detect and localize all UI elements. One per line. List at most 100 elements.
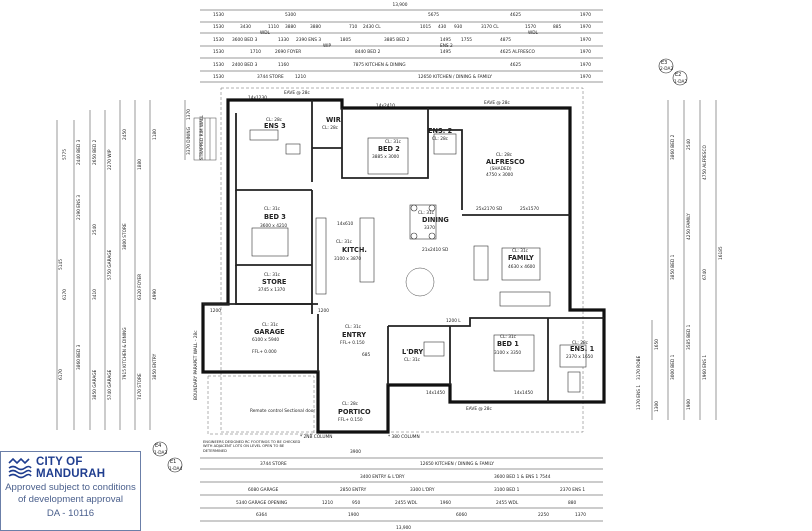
stamp-org-line1: CITY OF xyxy=(36,456,83,468)
dim-l-1: 6170 xyxy=(58,369,64,380)
ens2-ceiling: CL: 28c xyxy=(432,136,449,142)
dim-b5-0: 6364 xyxy=(256,512,267,518)
bed1-size: 3100 x 3350 xyxy=(494,350,521,356)
family-size: 4630 x 4600 xyxy=(508,264,535,270)
store-size: 3745 x 1370 xyxy=(258,287,285,293)
dim-l-2: 5775 xyxy=(62,149,68,160)
dim-r-13: 1370 ENS 1 xyxy=(636,385,642,410)
col-note: * 2NB COLUMN xyxy=(300,434,332,440)
dim-r-8: 1960 ENS 1 xyxy=(702,355,708,380)
dim-t2-wdl-a: WDL xyxy=(260,30,271,36)
wall-bed2 xyxy=(341,108,429,179)
dim-b4-5: 2455 WDL xyxy=(496,500,519,506)
ens1-name: ENS. 1 xyxy=(570,345,595,353)
garage-name: GARAGE xyxy=(254,328,285,336)
garage-ceiling: CL: 31c xyxy=(262,322,279,328)
dim-t2-9: 930 xyxy=(454,24,462,30)
dim-b2-0: 3900 xyxy=(350,449,361,455)
footing-note-text: ENGINEERS DESIGNED RC FOOTINGS TO BE CHE… xyxy=(203,440,301,453)
dim-b3-2: 3300 L'DRY xyxy=(410,487,435,493)
dim-r-12: 3170 ROBE xyxy=(636,355,642,380)
dim-t2-6: 2430 CL xyxy=(363,24,381,30)
stamp-logo-row: CITY OF MANDURAH xyxy=(7,456,140,480)
dim-t3-2: 1330 xyxy=(278,37,289,43)
section-ref-e1: 1-DA4 xyxy=(169,466,182,472)
alfresco-size: 4750 x 3000 xyxy=(486,172,513,178)
dim-l-10: 3850 GARAGE xyxy=(92,369,98,400)
dim-l-3: 6170 xyxy=(62,289,68,300)
bed2-name: BED 2 xyxy=(378,145,400,153)
dim-b4-2: 950 xyxy=(352,500,360,506)
section-id-e2: E2 xyxy=(675,72,681,78)
dim-b3-0: 6080 GARAGE xyxy=(248,487,279,493)
alfresco-note: (SHADED) xyxy=(490,166,512,172)
bed3-size: 3600 x 4210 xyxy=(260,223,287,229)
dim-r-1: 3850 BED 1 xyxy=(670,254,676,280)
family-ceiling: CL: 31c xyxy=(512,248,529,254)
toilet-ens3 xyxy=(285,143,301,155)
ens3-bulk: 14x1230 xyxy=(248,95,267,101)
section-marker-e2: E2 1-DA2 xyxy=(672,70,687,86)
bed3-bed xyxy=(251,227,289,257)
dim-r-14: 1900 xyxy=(686,399,692,410)
dim-t5-3: 7875 KITCHEN & DINING xyxy=(353,62,406,68)
garage-fl: FFL+ 0.000 xyxy=(252,349,277,355)
dim-t5-2: 1160 xyxy=(278,62,289,68)
dim-t4-5: 4625 ALFRESCO xyxy=(500,49,536,55)
dim-l-14: 2450 xyxy=(122,129,128,140)
dim-b2-1: 3400 ENTRY & L'DRY xyxy=(360,474,405,480)
bed3-name: BED 3 xyxy=(264,213,286,221)
section-marker-e1: E1 1-DA4 xyxy=(167,457,182,473)
dim-t4-0: 1530 xyxy=(213,49,224,55)
dim-t3-wip: WIP xyxy=(323,43,332,49)
dim-t2-4: 3880 xyxy=(310,24,321,30)
dim-t2-1: 3430 xyxy=(240,24,251,30)
city-crest-icon xyxy=(8,457,32,479)
ens2-name: ENS. 2 xyxy=(428,127,453,135)
dim-t5-5: 1970 xyxy=(580,62,591,68)
dim-l-20: 1180 xyxy=(152,129,158,140)
sofa-bottom xyxy=(499,291,551,307)
dim-t2-11: 1570 xyxy=(525,24,536,30)
dim-r-5: 3585 BED 1 xyxy=(686,324,692,350)
dim-l-6: 3860 BED 3 xyxy=(76,344,82,370)
dim-r-3: 2540 xyxy=(686,139,692,150)
dim-b5-1: 1900 xyxy=(348,512,359,518)
dim-t3-8: 4875 xyxy=(500,37,511,43)
dim-t4-3: 8440 BED 2 xyxy=(355,49,381,55)
dim-b5-4: 1370 xyxy=(575,512,586,518)
dim-t5-0: 1530 xyxy=(213,62,224,68)
dim-l-12: 5750 GARAGE xyxy=(107,249,113,280)
dim-l-5: 2190 ENS 3 xyxy=(76,195,82,220)
eave-label-bottom: EAVE @ 28c xyxy=(466,406,493,412)
portico-fl: FFL+ 0.150 xyxy=(338,417,363,423)
dim-t4-6: 1970 xyxy=(580,49,591,55)
section-ref-e4: 1-DA3 xyxy=(154,450,167,456)
dim-t3-5: 3885 BED 2 xyxy=(384,37,410,43)
vanity-ens3 xyxy=(249,129,279,141)
dim-t3-6: 1495 xyxy=(440,37,451,43)
alfresco-sd2: 25x1570 xyxy=(520,206,539,212)
dim-t3-ens2: ENS 2 xyxy=(440,43,453,49)
dim-l-18: 6320 FOYER xyxy=(137,274,143,300)
dim-t5-4: 4625 xyxy=(510,62,521,68)
eave-label-top: EAVE @ 28c xyxy=(284,90,311,96)
dim-t6-0: 1530 xyxy=(213,74,224,80)
dining-ceiling: CL: 31c xyxy=(418,210,435,216)
dining-name: DINING xyxy=(422,216,449,224)
dim-r-9: 16185 xyxy=(718,246,724,260)
kitchen-win: 14x610 xyxy=(337,221,353,227)
dim-t5-1: 2400 BED 3 xyxy=(232,62,258,68)
bed2-ceiling: CL: 31c xyxy=(385,139,402,145)
dim-l-22: 3850 ENTRY xyxy=(152,353,158,380)
kitchen-bench xyxy=(315,217,327,295)
shower-ens2 xyxy=(433,133,457,155)
alfresco-name: ALFRESCO xyxy=(486,158,525,166)
dining-size: 3370 xyxy=(424,225,435,231)
dim-overall-top: 13,900 xyxy=(392,2,407,8)
dim-b4-0: 5340 GARAGE OPENING xyxy=(236,500,287,506)
dim-t3-9: 1970 xyxy=(580,37,591,43)
stamp-org: CITY OF MANDURAH xyxy=(36,456,105,480)
dim-b5-3: 2250 xyxy=(538,512,549,518)
